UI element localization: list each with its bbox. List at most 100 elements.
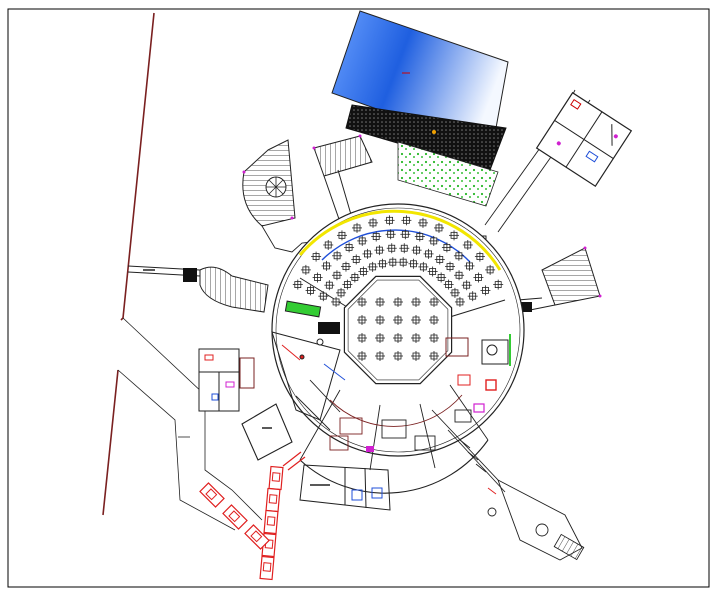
table-chair-icon: [417, 217, 428, 228]
ne-annex: [535, 91, 633, 188]
car-icon: [263, 509, 279, 535]
table-chair-icon: [342, 279, 353, 290]
table-chair-icon: [411, 297, 421, 307]
table-chair-icon: [480, 285, 491, 296]
table-chair-icon: [387, 257, 398, 268]
table-chair-icon: [401, 215, 412, 226]
table-chair-icon: [429, 333, 439, 343]
table-chair-icon: [436, 272, 447, 283]
table-chair-icon: [384, 215, 395, 226]
sw-diamond-room: [241, 403, 293, 461]
table-chair-icon: [371, 231, 382, 242]
table-chair-icon: [323, 239, 334, 250]
se-ramp: [431, 409, 585, 561]
west-stair-wing: [127, 265, 269, 313]
table-chair-icon: [321, 260, 332, 271]
table-chair-icon: [367, 261, 378, 272]
east-stair-wing: [517, 246, 602, 313]
table-chair-icon: [427, 266, 438, 277]
table-chair-icon: [375, 333, 385, 343]
service-fixtures: [366, 334, 511, 452]
table-chair-icon: [368, 217, 379, 228]
stair-icon: [520, 302, 532, 312]
table-chair-icon: [344, 242, 355, 253]
table-chair-icon: [331, 296, 342, 307]
green-counter: [284, 300, 322, 318]
table-chair-icon: [351, 254, 362, 265]
table-chair-icon: [357, 333, 367, 343]
table-chair-icon: [454, 296, 465, 307]
table-chair-icon: [449, 230, 460, 241]
table-chair-icon: [312, 272, 323, 283]
table-chair-icon: [429, 351, 439, 361]
car-icon: [199, 482, 225, 508]
table-chair-icon: [411, 351, 421, 361]
service-rooms: [295, 379, 489, 494]
car-icon: [268, 465, 284, 491]
table-chair-icon: [418, 261, 429, 272]
car-icon: [222, 504, 248, 530]
table-chair-icon: [357, 235, 368, 246]
table-chair-icon: [423, 248, 434, 259]
outer-dining-ring: [292, 215, 504, 307]
car-icon: [265, 487, 281, 513]
drawing-frame: [7, 8, 710, 588]
table-chair-icon: [411, 245, 422, 256]
table-chair-icon: [349, 272, 360, 283]
table-chair-icon: [399, 243, 410, 254]
table-chair-icon: [411, 333, 421, 343]
table-chair-icon: [386, 243, 397, 254]
table-chair-icon: [385, 229, 396, 240]
table-chair-icon: [340, 261, 351, 272]
table-chair-icon: [473, 272, 484, 283]
table-chair-icon: [336, 230, 347, 241]
table-chair-icon: [453, 250, 464, 261]
table-chair-icon: [464, 260, 475, 271]
table-chair-icon: [324, 280, 335, 291]
table-chair-icon: [352, 222, 363, 233]
table-chair-icon: [414, 231, 425, 242]
table-chair-icon: [305, 285, 316, 296]
table-chair-icon: [462, 239, 473, 250]
marker-icon: [432, 130, 436, 134]
table-chair-icon: [374, 245, 385, 256]
table-chair-icon: [434, 254, 445, 265]
table-chair-icon: [493, 279, 504, 290]
table-chair-icon: [300, 264, 311, 275]
table-chair-icon: [393, 351, 403, 361]
table-chair-icon: [445, 261, 456, 272]
table-chair-icon: [398, 257, 409, 268]
table-chair-icon: [474, 251, 485, 262]
table-chair-icon: [393, 297, 403, 307]
table-chair-icon: [393, 315, 403, 325]
table-chair-icon: [411, 315, 421, 325]
table-chair-icon: [433, 222, 444, 233]
table-chair-icon: [393, 333, 403, 343]
table-chair-icon: [467, 291, 478, 302]
table-chair-icon: [377, 258, 388, 269]
table-chair-icon: [429, 315, 439, 325]
sw-annex: [198, 348, 255, 412]
table-chair-icon: [443, 279, 454, 290]
stair-icon: [183, 268, 197, 282]
table-chair-icon: [357, 351, 367, 361]
table-chair-icon: [454, 270, 465, 281]
parking-cars: [199, 451, 306, 581]
table-chair-icon: [400, 229, 411, 240]
table-chair-icon: [357, 315, 367, 325]
table-chair-icon: [336, 287, 347, 298]
table-chair-icon: [357, 297, 367, 307]
table-chair-icon: [375, 297, 385, 307]
site-boundary-west: [102, 12, 155, 516]
table-chair-icon: [332, 250, 343, 261]
west-wedge-room: [271, 331, 346, 421]
table-chair-icon: [311, 251, 322, 262]
table-chair-icon: [461, 280, 472, 291]
compass-icon: [266, 177, 286, 197]
table-chair-icon: [485, 264, 496, 275]
table-chair-icon: [408, 258, 419, 269]
table-chair-icon: [429, 297, 439, 307]
garden-area: [397, 141, 499, 207]
table-chair-icon: [375, 315, 385, 325]
